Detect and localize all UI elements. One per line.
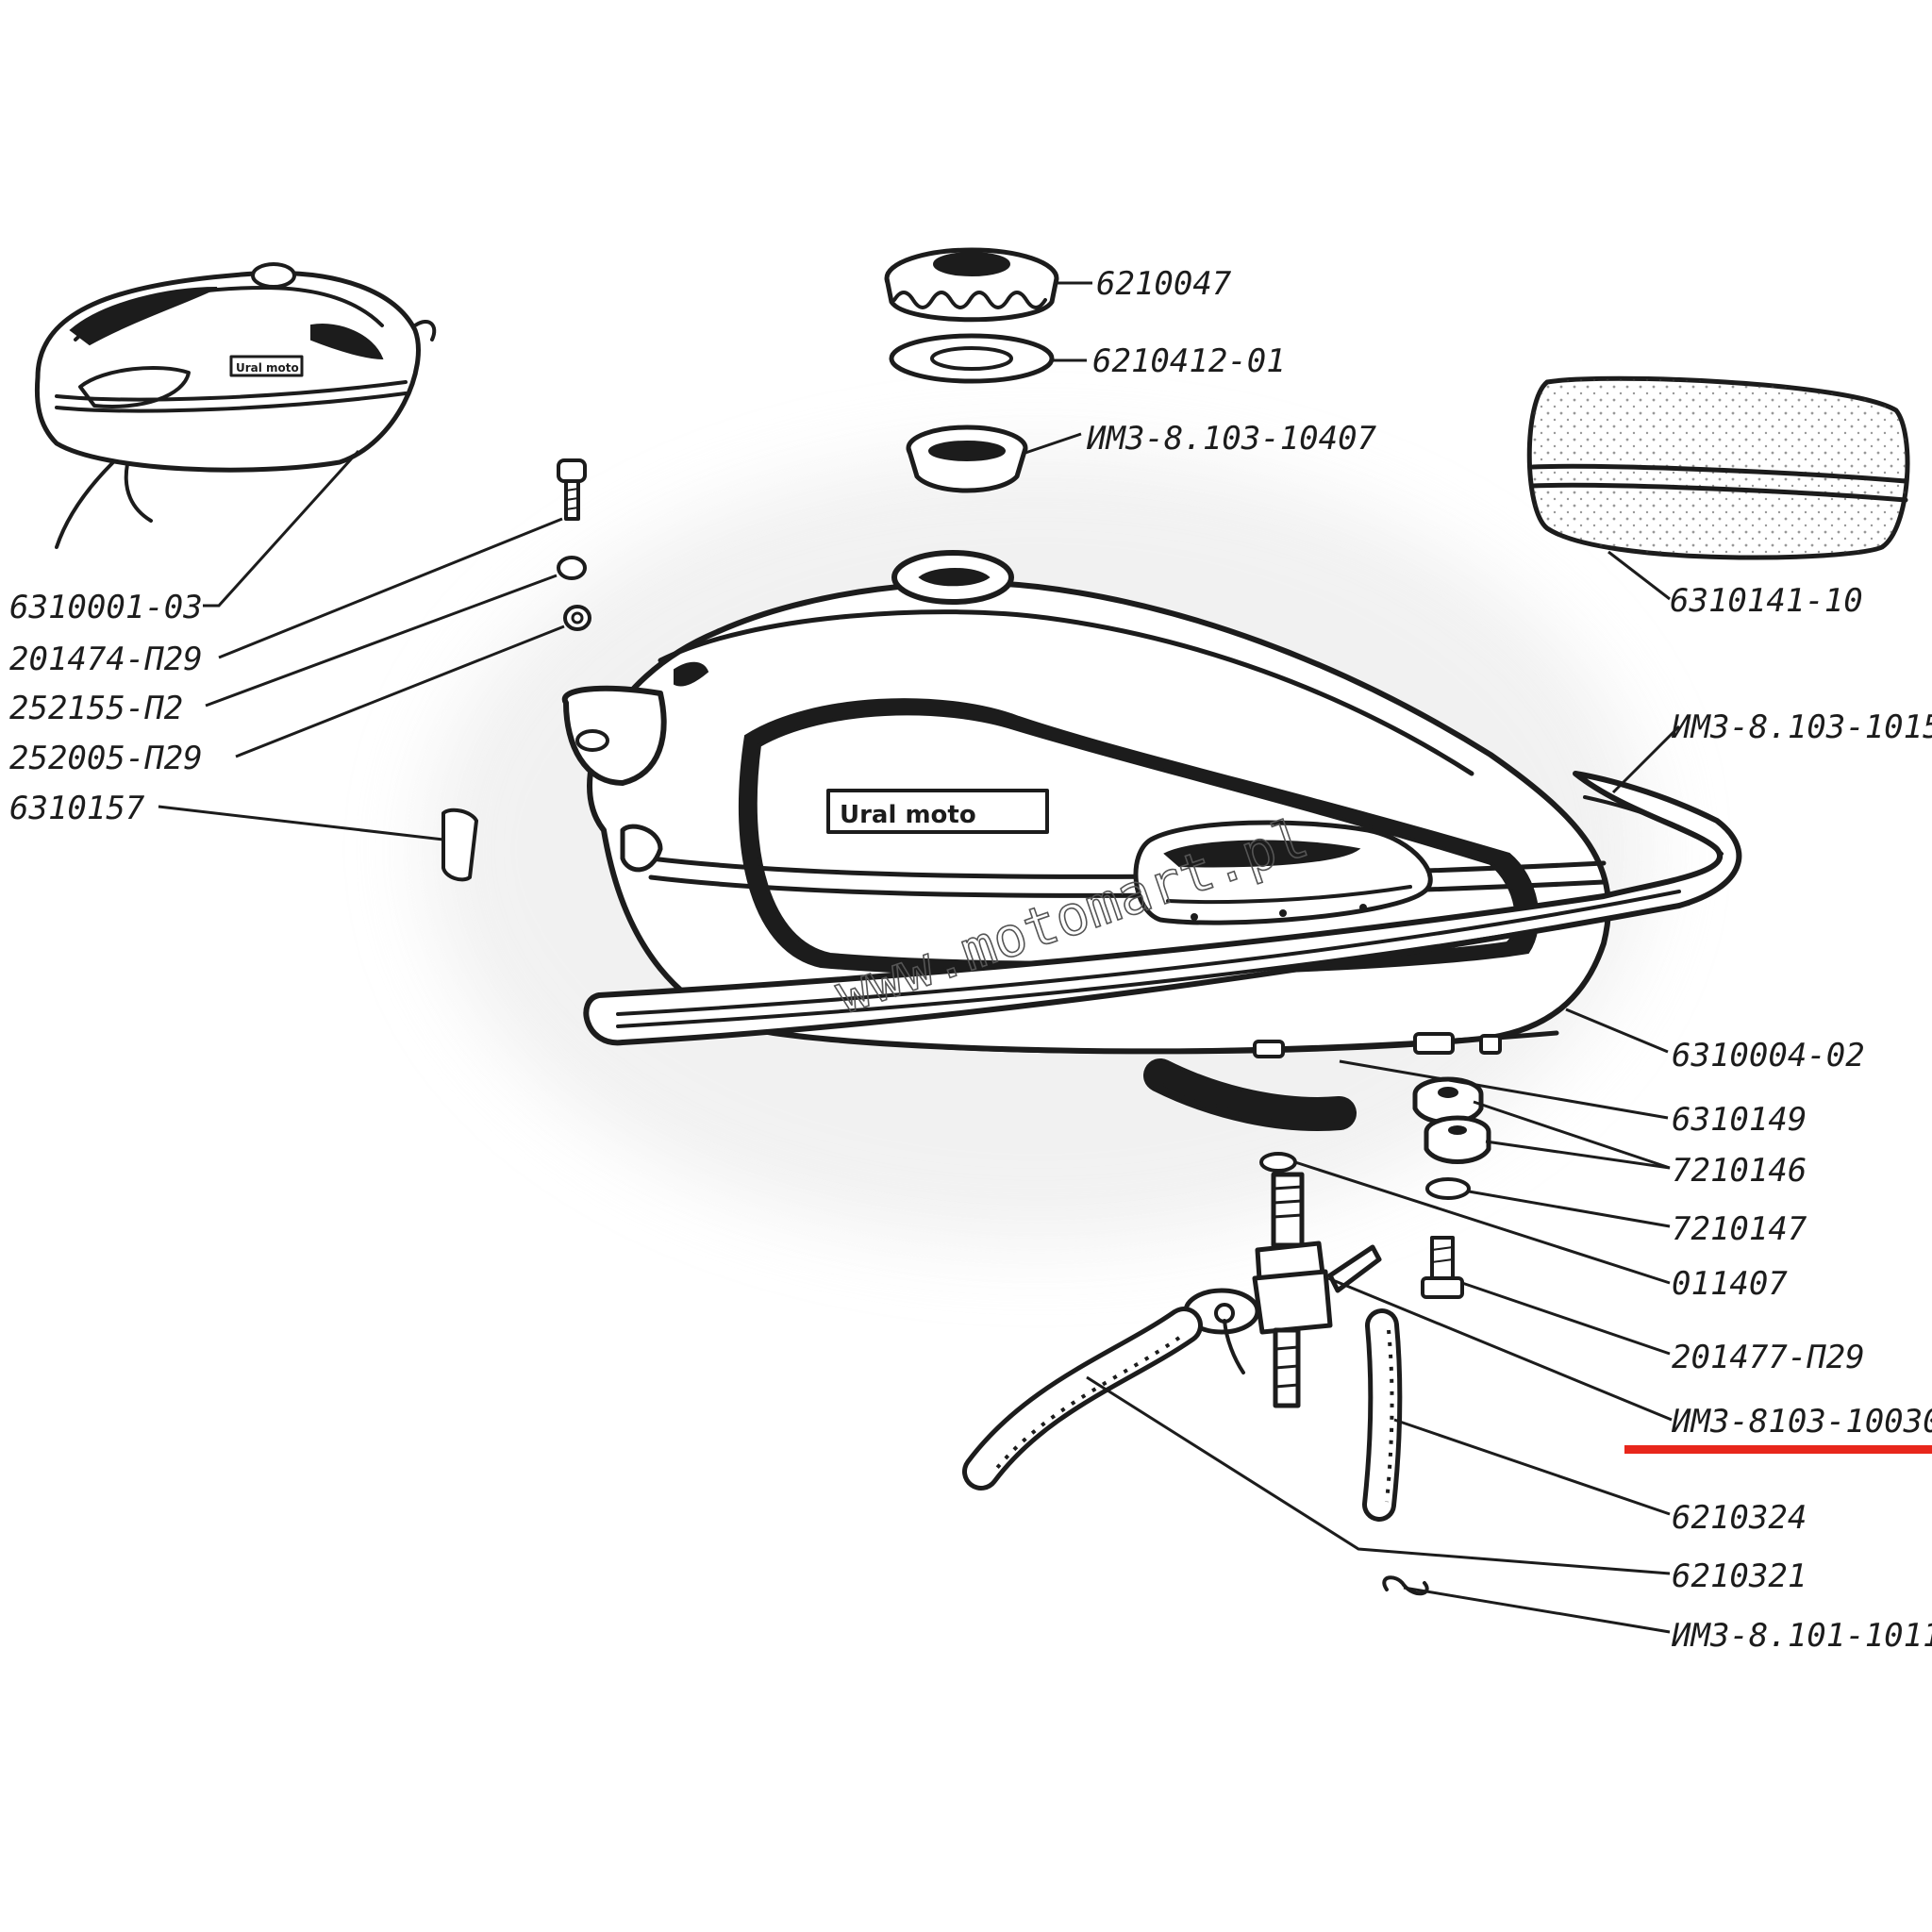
- label-filter: ИМЗ-8.103-10407: [1086, 420, 1377, 458]
- side-trim-illustration: [583, 771, 1742, 1046]
- emblem-clip-illustration: [441, 808, 478, 882]
- label-side-trim: ИМЗ-8.103-10155: [1671, 708, 1932, 746]
- label-hose-right: 6210324: [1672, 1499, 1807, 1537]
- label-nut: 252005-П29: [9, 740, 203, 777]
- part-labels: 6310001-03 201474-П29 252155-П2 252005-П…: [9, 265, 1932, 1655]
- small-tank-logo: Ural moto: [236, 361, 299, 375]
- nut-illustration: [563, 605, 591, 631]
- label-knee-pad: 6310141-10: [1670, 582, 1863, 620]
- tank-underside-line: [941, 1030, 1559, 1054]
- label-hose-left: 6210321: [1672, 1557, 1807, 1595]
- label-small-tank: 6310001-03: [9, 589, 203, 626]
- tank-outlet-illustration: [1253, 1032, 1502, 1058]
- hose-right-illustration: [1362, 1308, 1403, 1522]
- label-cushion: 6310149: [1672, 1101, 1807, 1139]
- leader-lines: [158, 281, 1681, 1634]
- small-tank-illustration: Ural moto: [34, 262, 437, 549]
- tank-logo: Ural moto: [840, 801, 976, 829]
- label-cap-gasket: 6210412-01: [1092, 342, 1286, 380]
- cushion-illustration: [1412, 1076, 1484, 1125]
- highlight-underline: [1624, 1445, 1932, 1454]
- label-tank: 6310004-02: [1672, 1037, 1865, 1074]
- knee-pad-illustration: [1526, 375, 1910, 560]
- label-washer: 7210147: [1672, 1210, 1807, 1248]
- cap-gasket-illustration: [889, 333, 1055, 384]
- main-tank-illustration: Ural moto: [561, 550, 1611, 1055]
- breather-hose-illustration: [1143, 1058, 1357, 1131]
- cap-illustration: [884, 247, 1059, 323]
- tap-gasket-illustration: [1259, 1152, 1297, 1173]
- label-cap: 6210047: [1096, 265, 1232, 303]
- label-clip: ИМЗ-8.101-10118: [1671, 1617, 1932, 1655]
- label-spring-washer: 252155-П2: [9, 690, 183, 727]
- spring-washer-illustration: [557, 556, 587, 580]
- bolt-illustration: [1421, 1236, 1464, 1299]
- label-screw: 201474-П29: [9, 641, 203, 678]
- label-fuel-tap: ИМЗ-8103-10030: [1671, 1403, 1932, 1441]
- label-emblem: 6310157: [9, 790, 145, 827]
- fuel-tap-illustration: [1183, 1172, 1382, 1408]
- screw-illustration: [557, 458, 587, 521]
- bushing-illustration: [1424, 1115, 1491, 1164]
- hose-left-illustration: [962, 1307, 1203, 1491]
- label-bushing: 7210146: [1672, 1152, 1807, 1190]
- washer-illustration: [1425, 1177, 1471, 1200]
- label-tap-gasket: 011407: [1672, 1265, 1788, 1303]
- filter-illustration: [906, 425, 1028, 493]
- label-bolt: 201477-П29: [1672, 1339, 1865, 1376]
